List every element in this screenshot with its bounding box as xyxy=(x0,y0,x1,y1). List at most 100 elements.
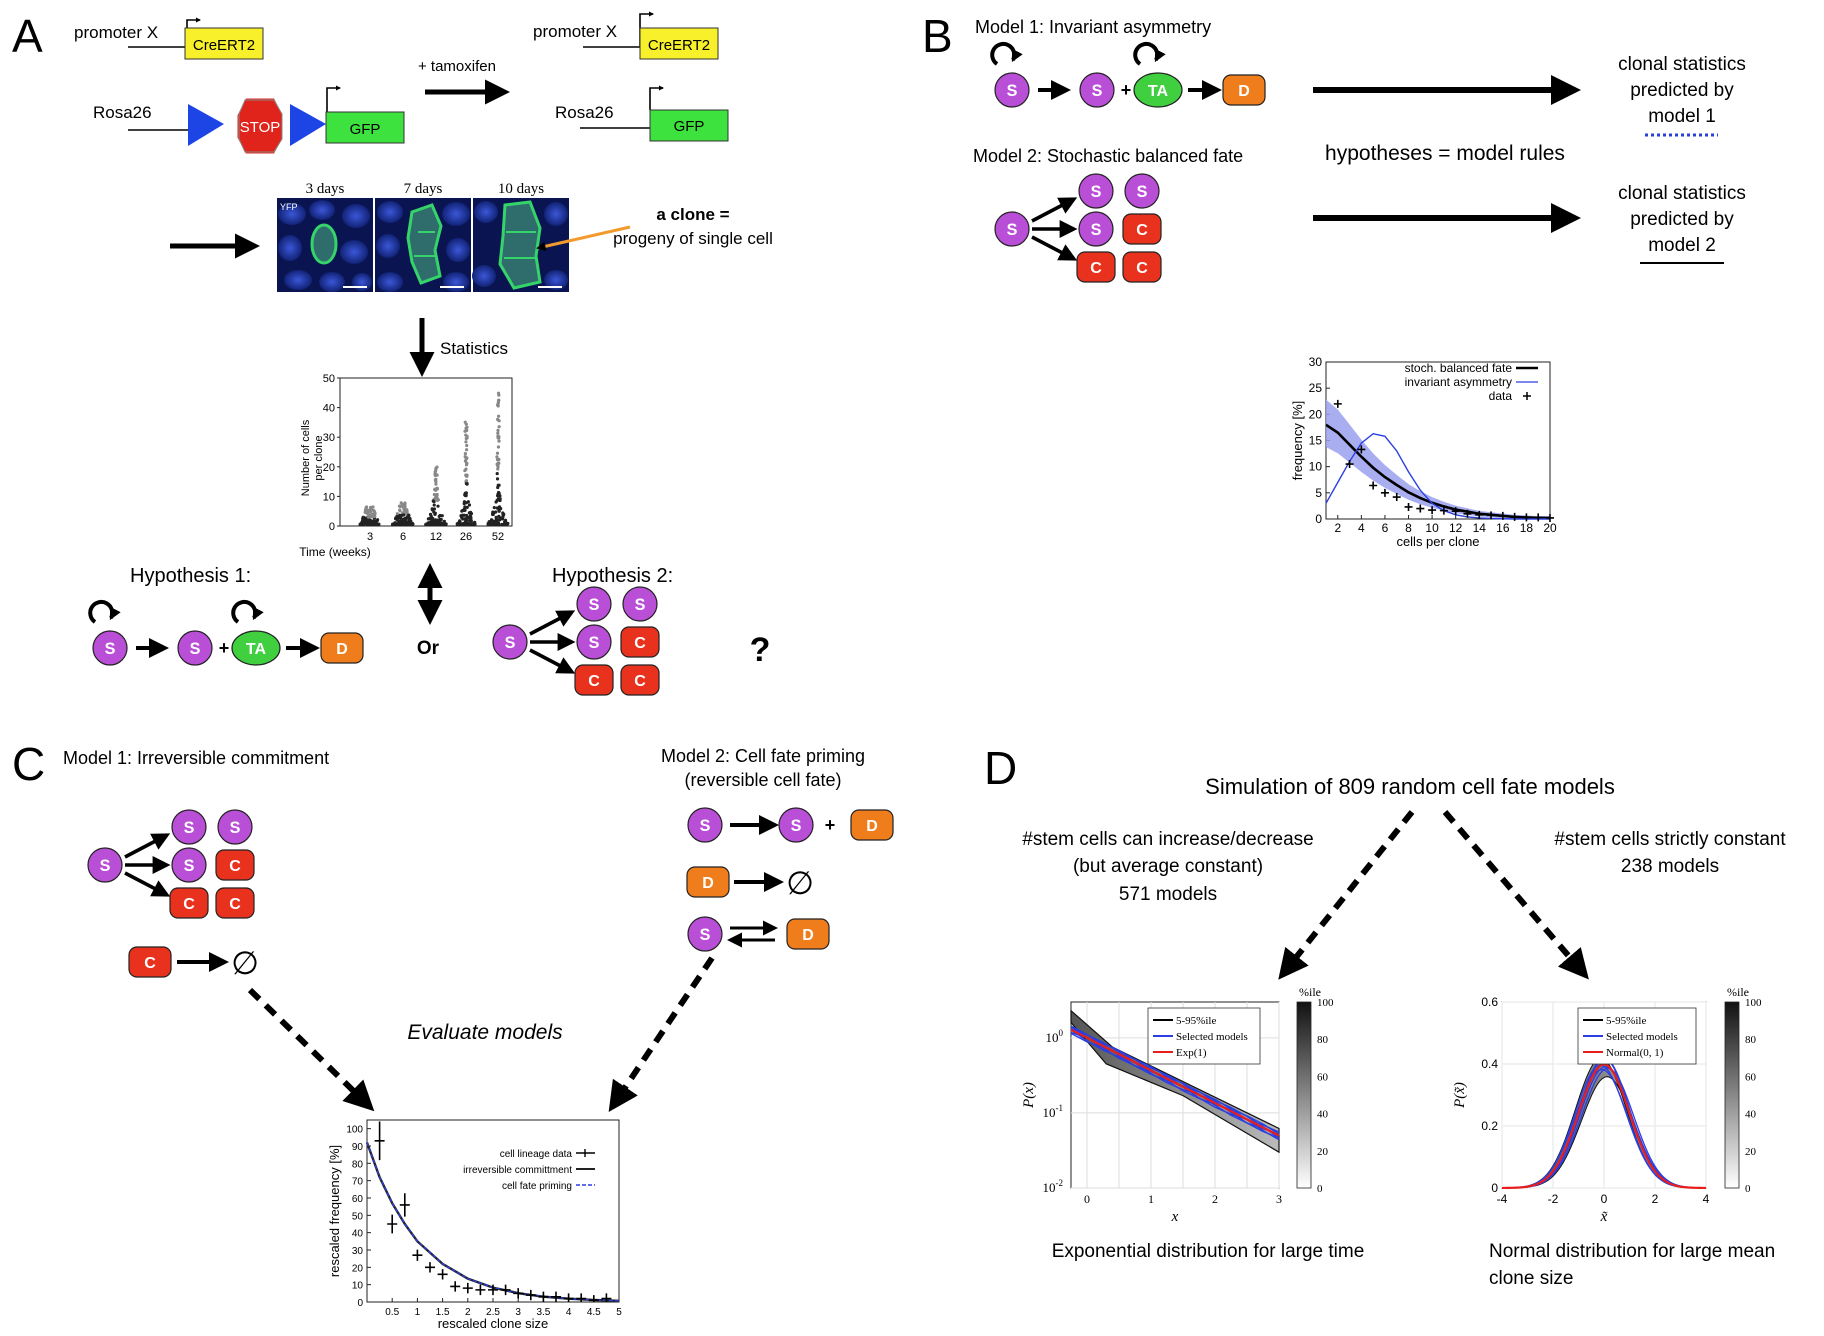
x-tick-label: 16 xyxy=(1496,521,1510,535)
y-tick-label: 0.2 xyxy=(1481,1119,1498,1133)
stem-cell xyxy=(217,809,253,845)
evaluate-arrow-left-icon xyxy=(247,987,375,1112)
colorbar-tick-label: 40 xyxy=(1745,1109,1757,1121)
c-cell-label: C xyxy=(634,673,646,690)
scatter-point xyxy=(465,473,469,478)
x-tick-label: 0.5 xyxy=(385,1307,399,1318)
x-tick-label: 4 xyxy=(1358,521,1365,535)
series-invariant-asymmetry xyxy=(1325,432,1550,520)
micrograph-7d xyxy=(375,198,471,292)
stem-cell xyxy=(622,586,658,622)
panel-b-label: B xyxy=(922,10,953,62)
scatter-point xyxy=(492,505,496,510)
y-axis-label: P(x) xyxy=(1021,1082,1037,1109)
scatter-point xyxy=(495,451,500,455)
scatter-point xyxy=(496,467,500,471)
data-point xyxy=(475,1284,486,1296)
scatter-point xyxy=(438,518,442,522)
x-tick-label: 2 xyxy=(1652,1192,1659,1206)
scatter-point xyxy=(464,479,469,483)
colorbar xyxy=(1296,1001,1312,1189)
y-tick-label: 90 xyxy=(352,1142,364,1153)
data-point xyxy=(1404,502,1413,511)
data-point xyxy=(500,1284,511,1296)
scatter-point xyxy=(492,519,496,523)
data-point xyxy=(588,1295,599,1302)
data-point xyxy=(1522,513,1531,522)
hypothesis-1-label: Hypothesis 1: xyxy=(130,565,251,587)
d-cell xyxy=(786,918,830,950)
scatter-point xyxy=(486,522,490,526)
data-point xyxy=(450,1281,461,1292)
stem-cell-label: S xyxy=(1137,183,1148,201)
scatter-point xyxy=(360,520,364,524)
scatter-point xyxy=(496,414,501,418)
scatter-point xyxy=(401,522,406,527)
legend-label: Exp(1) xyxy=(1176,1047,1207,1059)
stem-cell-label: S xyxy=(1092,82,1103,100)
scatter-point xyxy=(431,499,435,503)
scatter-point xyxy=(397,522,401,527)
stem-cell xyxy=(87,847,123,883)
scatter-point xyxy=(462,502,466,506)
c-cell-label: C xyxy=(229,858,241,875)
x-tick-label: 3.5 xyxy=(536,1307,550,1318)
stem-cell-label: S xyxy=(184,857,195,875)
x-tick-label: 4 xyxy=(566,1307,572,1318)
c-cell-label: C xyxy=(588,673,600,690)
stem-cell-label: S xyxy=(184,819,195,837)
legend-label: Selected models xyxy=(1176,1031,1248,1043)
or-label: Or xyxy=(417,638,440,659)
scatter-point xyxy=(458,520,462,524)
scatter-point xyxy=(366,513,371,517)
y-tick-exponent: 0 xyxy=(1059,1028,1064,1038)
cre-box xyxy=(184,27,264,60)
scatter-point xyxy=(462,513,466,517)
scatter-point xyxy=(496,428,500,432)
data-point xyxy=(1357,445,1366,454)
scatter-ytick-label: 20 xyxy=(323,462,335,474)
c-cell xyxy=(1122,213,1162,245)
scatter-point xyxy=(366,510,370,514)
stem-cell xyxy=(1078,173,1114,209)
d-left-line-3: 571 models xyxy=(1119,884,1217,905)
colorbar-tick-label: 20 xyxy=(1745,1146,1757,1158)
scatter-point xyxy=(463,429,467,433)
x-axis-label: x xyxy=(1171,1209,1179,1225)
selected-model-line xyxy=(1522,1067,1689,1189)
data-point xyxy=(1487,511,1496,520)
plus-sign: + xyxy=(1121,80,1132,100)
stem-cell xyxy=(1124,173,1160,209)
y-tick-label: 0 xyxy=(1491,1181,1498,1195)
statistics-label: Statistics xyxy=(440,339,508,358)
y-tick-label: 60 xyxy=(352,1194,364,1205)
stem-cell xyxy=(171,847,207,883)
scatter-point xyxy=(467,516,471,520)
y-tick-label: 15 xyxy=(1309,434,1323,448)
evaluate-label: Evaluate models xyxy=(407,1021,563,1044)
data-point xyxy=(1428,506,1437,515)
scatter-point xyxy=(401,505,405,509)
scatter-point xyxy=(494,500,498,504)
d-caption-right-2: clone size xyxy=(1489,1268,1574,1289)
y-tick-label: 0.4 xyxy=(1481,1057,1498,1071)
gfp-box xyxy=(325,111,405,144)
d-cell xyxy=(686,866,730,898)
data-point xyxy=(412,1249,423,1261)
c-cell xyxy=(1122,251,1162,283)
c-cell xyxy=(128,946,172,978)
prediction-2-line-1: clonal statistics xyxy=(1618,183,1746,204)
x-tick-label: 3 xyxy=(1276,1192,1282,1206)
panel-c: C Model 1: Irreversible commitment Model… xyxy=(12,738,894,1331)
scatter-point xyxy=(465,461,469,466)
scatter-point xyxy=(500,522,504,527)
scatter-point xyxy=(464,433,468,437)
scatter-point xyxy=(393,517,398,521)
y-tick-label: 5 xyxy=(1315,486,1322,500)
scatter-point xyxy=(495,494,500,498)
scatter-point xyxy=(441,521,445,526)
stem-cell-label: S xyxy=(589,634,600,652)
y-tick-label: 40 xyxy=(352,1229,364,1240)
scatter-ytick-label: 50 xyxy=(323,373,335,385)
